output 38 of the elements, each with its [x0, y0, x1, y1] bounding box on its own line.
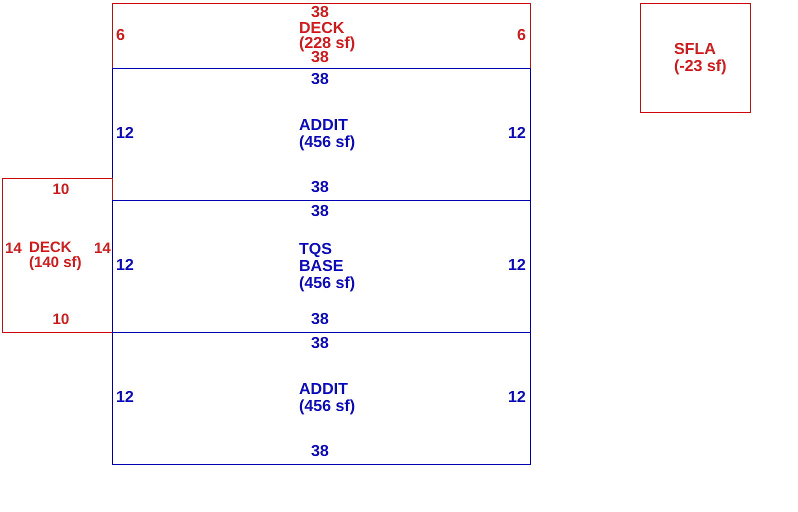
dimension-label: 6 — [116, 28, 125, 44]
room-name: DECK — [29, 240, 72, 255]
room-outline — [112, 332, 531, 465]
room-name: SFLA — [674, 41, 716, 58]
dimension-label: 38 — [311, 5, 329, 21]
area-label: (-23 sf) — [674, 58, 726, 75]
area-label: (456 sf) — [299, 134, 356, 151]
room-outline — [112, 200, 531, 333]
dimension-label: 6 — [517, 28, 526, 44]
area-label: (228 sf) — [299, 36, 356, 51]
room-name: ADDIT — [299, 381, 348, 398]
dimension-label: 38 — [311, 336, 329, 352]
dimension-label: 12 — [508, 126, 526, 142]
room-name: TQS BASE — [299, 241, 343, 275]
dimension-label: 12 — [508, 390, 526, 406]
dimension-label: 12 — [508, 258, 526, 274]
dimension-label: 38 — [311, 180, 329, 196]
room-outline — [112, 3, 531, 69]
room-outline — [112, 68, 531, 201]
dimension-label: 38 — [311, 312, 329, 328]
dimension-label: 38 — [311, 444, 329, 460]
room-name: ADDIT — [299, 117, 348, 134]
area-label: (456 sf) — [299, 275, 356, 292]
dimension-label: 10 — [52, 312, 70, 328]
area-label: (456 sf) — [299, 398, 356, 415]
dimension-label: 12 — [116, 258, 134, 274]
dimension-label: 38 — [311, 204, 329, 220]
dimension-label: 14 — [94, 241, 111, 257]
area-label: (140 sf) — [29, 255, 82, 270]
dimension-label: 14 — [5, 241, 22, 257]
room-outline — [640, 3, 751, 113]
dimension-label: 38 — [311, 50, 329, 66]
room-name: DECK — [299, 21, 344, 36]
dimension-label: 10 — [52, 182, 70, 198]
room-outline — [2, 178, 113, 333]
dimension-label: 12 — [116, 126, 134, 142]
dimension-label: 12 — [116, 390, 134, 406]
dimension-label: 38 — [311, 72, 329, 88]
